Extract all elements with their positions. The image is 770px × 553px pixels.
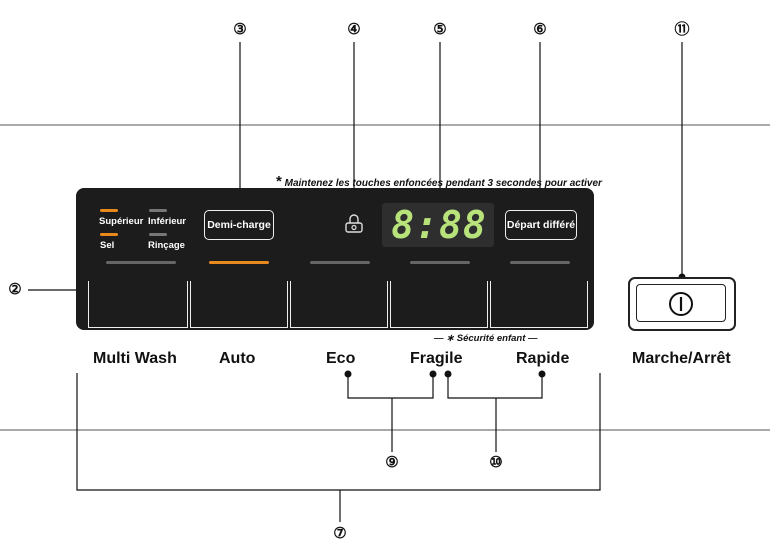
child-lock-icon bbox=[345, 214, 363, 233]
sel-led bbox=[100, 233, 118, 236]
callout-4: ④ bbox=[347, 21, 361, 38]
power-icon bbox=[669, 292, 693, 316]
multiwash-key[interactable] bbox=[88, 281, 188, 328]
eco-key[interactable] bbox=[290, 281, 388, 328]
callout-2: ② bbox=[8, 281, 22, 298]
program-fragile-label: Fragile bbox=[410, 350, 463, 367]
delay-start-button[interactable]: Départ différé bbox=[505, 210, 577, 240]
rapide-key[interactable] bbox=[490, 281, 588, 328]
auto-led bbox=[209, 261, 269, 264]
rapide-led bbox=[510, 261, 570, 264]
rincage-label: Rinçage bbox=[148, 240, 185, 251]
power-button[interactable] bbox=[628, 277, 736, 331]
fragile-key[interactable] bbox=[390, 281, 488, 328]
superieur-label: Supérieur bbox=[99, 216, 144, 227]
power-label: Marche/Arrêt bbox=[632, 350, 731, 367]
callout-11: ⑪ bbox=[674, 21, 690, 38]
callout-5: ⑤ bbox=[433, 21, 447, 38]
hold-note-text: Maintenez les touches enfoncées pendant … bbox=[284, 178, 602, 189]
auto-key[interactable] bbox=[190, 281, 288, 328]
eco-led bbox=[310, 261, 370, 264]
time-display bbox=[382, 203, 494, 247]
child-lock-note: — ∗ Sécurité enfant — bbox=[434, 333, 538, 344]
multiwash-led bbox=[106, 261, 176, 264]
program-eco-label: Eco bbox=[326, 350, 356, 367]
callout-7: ⑦ bbox=[333, 525, 347, 542]
callout-10: ⑩ bbox=[489, 454, 503, 471]
inferieur-led bbox=[149, 209, 167, 212]
rincage-led bbox=[149, 233, 167, 236]
power-button-inner bbox=[636, 284, 726, 322]
callout-3: ③ bbox=[233, 21, 247, 38]
time-display-digits: 8:88 bbox=[391, 203, 487, 247]
program-auto-label: Auto bbox=[219, 350, 256, 367]
sel-label: Sel bbox=[100, 240, 115, 251]
hold-note: * Maintenez les touches enfoncées pendan… bbox=[276, 173, 602, 190]
hold-note-star: * bbox=[276, 173, 282, 190]
inferieur-label: Inférieur bbox=[148, 216, 187, 227]
program-multiwash-label: Multi Wash bbox=[93, 350, 177, 367]
half-load-button[interactable]: Demi-charge bbox=[204, 210, 274, 240]
fragile-led bbox=[410, 261, 470, 264]
callout-9: ⑨ bbox=[385, 454, 399, 471]
callout-6: ⑥ bbox=[533, 21, 547, 38]
program-rapide-label: Rapide bbox=[516, 350, 570, 367]
superieur-led bbox=[100, 209, 118, 212]
